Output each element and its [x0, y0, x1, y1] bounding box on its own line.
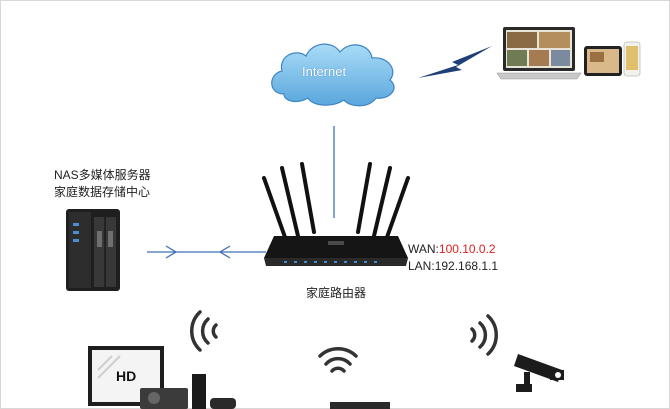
lan-prefix: LAN: — [408, 259, 435, 273]
router-lan-label: LAN:192.168.1.1 — [408, 258, 498, 275]
wifi-signal-icon — [186, 308, 226, 354]
router-label: 家庭路由器 — [306, 285, 366, 302]
game-console-icon — [140, 368, 240, 409]
tv-hd-badge: HD — [116, 368, 136, 384]
laptop-icon — [330, 402, 390, 409]
router-wan-label: WAN:100.10.0.2 — [408, 241, 496, 258]
wifi-signal-icon — [462, 312, 502, 358]
wan-prefix: WAN: — [408, 242, 439, 256]
router-icon — [258, 162, 414, 274]
wan-value: 100.10.0.2 — [439, 242, 496, 256]
wifi-signal-icon — [316, 342, 360, 378]
security-camera-icon — [514, 352, 566, 398]
lan-value: 192.168.1.1 — [435, 259, 498, 273]
